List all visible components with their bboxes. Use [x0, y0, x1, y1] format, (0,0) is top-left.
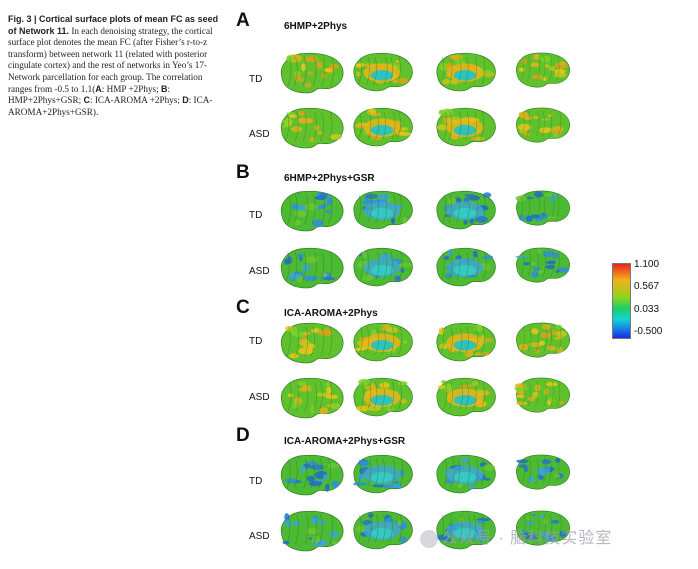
brain-medial-left-b-td — [353, 190, 413, 230]
colorbar: 1.100 0.567 0.033 -0.500 — [612, 259, 692, 339]
caption-lead: Fig. 3 | Cortical surface plots of mean … — [8, 14, 219, 36]
panel-title: 6HMP+2Phys — [284, 21, 348, 32]
caption-b-text: : HMP+2Phys+GSR; — [8, 83, 171, 106]
brain-lateral-right-a-asd — [516, 107, 570, 143]
caption-c-text: : ICA-AROMA +2Phys; — [89, 95, 183, 106]
colorbar-tick-low: 0.033 — [634, 304, 660, 315]
brain-lateral-left-a-asd — [280, 107, 344, 149]
brain-lateral-right-c-td — [516, 322, 570, 358]
brain-medial-right-c-asd — [436, 377, 496, 417]
panel-d: D ICA-AROMA+2Phys+GSR TD ASD — [236, 425, 596, 560]
panel-b: B 6HMP+2Phys+GSR TD ASD — [236, 162, 596, 297]
row-label-asd: ASD — [249, 392, 270, 403]
caption-body: In each denoising strategy, the cortical… — [8, 25, 213, 94]
colorbar-tick-high: 0.567 — [634, 281, 660, 292]
brain-lateral-right-c-asd — [514, 377, 570, 413]
brain-medial-left-c-td — [353, 322, 413, 362]
colorbar-tick-min: -0.500 — [634, 326, 663, 337]
brain-lateral-right-d-td — [516, 454, 570, 490]
row-label-asd: ASD — [249, 129, 270, 140]
brain-lateral-left-a-td — [280, 52, 344, 94]
caption-a-text: : HMP +2Phys; — [101, 83, 161, 94]
caption-key-b: B — [160, 83, 168, 94]
panel-title: ICA-AROMA+2Phys+GSR — [284, 436, 406, 447]
row-label-asd: ASD — [249, 531, 270, 542]
row-label-td: TD — [249, 476, 263, 487]
brain-lateral-right-b-td — [515, 190, 570, 226]
panel-c: C ICA-AROMA+2Phys TD ASD — [236, 297, 596, 432]
brain-medial-right-a-asd — [436, 107, 496, 147]
colorbar-tick-max: 1.100 — [634, 259, 660, 270]
brain-lateral-left-b-td — [280, 190, 344, 232]
brain-medial-right-d-asd — [436, 510, 496, 550]
panel-letter: D — [236, 425, 250, 446]
row-label-td: TD — [249, 74, 263, 85]
brain-medial-right-b-asd — [436, 247, 496, 287]
brain-lateral-left-c-asd — [280, 377, 344, 419]
brain-lateral-left-b-asd — [280, 247, 344, 289]
caption-d-text: : ICA-AROMA+2Phys+GSR). — [8, 95, 213, 117]
colorbar-gradient — [612, 263, 631, 339]
figure-caption: Fig. 3 | Cortical surface plots of mean … — [8, 14, 220, 118]
caption-key-c: C — [83, 95, 90, 106]
wechat-icon — [420, 529, 438, 548]
brain-medial-right-d-td — [436, 454, 496, 494]
brain-medial-left-a-td — [353, 52, 413, 92]
caption-key-a: A — [95, 83, 102, 94]
brain-medial-right-a-td — [436, 52, 496, 92]
panel-a: A 6HMP+2Phys TD ASD — [236, 10, 596, 145]
brain-lateral-left-d-asd — [280, 510, 344, 552]
row-label-td: TD — [249, 210, 263, 221]
row-label-td: TD — [249, 336, 263, 347]
row-label-asd: ASD — [249, 266, 270, 277]
caption-key-d: D — [182, 95, 189, 106]
panel-letter: A — [236, 10, 250, 31]
brain-medial-left-d-td — [353, 454, 413, 494]
brain-lateral-right-d-asd — [516, 510, 570, 546]
brain-medial-left-d-asd — [353, 510, 413, 550]
panel-title: 6HMP+2Phys+GSR — [284, 173, 375, 184]
brain-medial-right-c-td — [436, 322, 496, 362]
brain-medial-left-c-asd — [353, 377, 413, 417]
brain-medial-left-a-asd — [353, 107, 413, 147]
panel-letter: C — [236, 297, 250, 318]
brain-lateral-left-d-td — [280, 454, 344, 496]
watermark-text: 公众号 · 脑科技实验室 — [442, 530, 613, 547]
brain-lateral-right-a-td — [516, 52, 570, 88]
panel-title: ICA-AROMA+2Phys — [284, 308, 378, 319]
brain-medial-right-b-td — [436, 190, 496, 230]
brain-medial-left-b-asd — [353, 247, 413, 287]
brain-lateral-right-b-asd — [515, 247, 570, 283]
panel-letter: B — [236, 162, 250, 183]
watermark: 公众号 · 脑科技实验室 — [420, 524, 612, 548]
brain-lateral-left-c-td — [280, 322, 344, 364]
